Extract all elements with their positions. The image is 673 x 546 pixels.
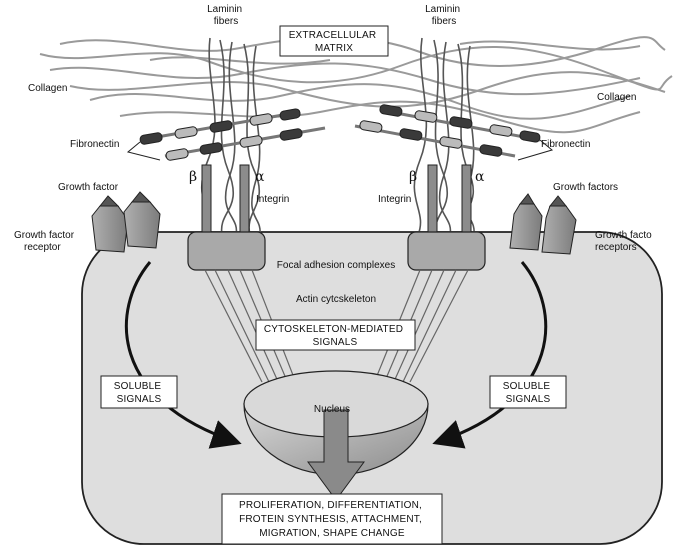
cyto-signals-line2: SIGNALS (313, 337, 358, 348)
fibronectin-right (355, 104, 552, 160)
gf-receptor-left-line2: receptor (24, 242, 61, 253)
integrin-left-label: Integrin (256, 194, 289, 205)
laminin-left-line2: fibers (214, 16, 238, 27)
ecm-line1: EXTRACELLULAR (289, 30, 377, 41)
beta-right-label: β (409, 169, 417, 185)
soluble-left-line1: SOLUBLE (114, 381, 162, 392)
soluble-right-line2: SIGNALS (506, 394, 551, 405)
fibronectin-right-label: Fibronectin (541, 139, 590, 150)
alpha-right-label: α (475, 169, 485, 185)
svg-text:PROLIFERATION, DIFFERENTIATION: PROLIFERATION, DIFFERENTIATION, FROTEIN … (239, 500, 425, 539)
alpha-left-label: α (255, 169, 265, 185)
outcome-line2: FROTEIN SYNTHESIS, ATTACHMENT, (239, 514, 422, 525)
laminin-right-line2: fibers (432, 16, 456, 27)
laminin-left-line1: Laminin (207, 4, 242, 15)
svg-text:Laminin fibers: Laminin fibers (207, 4, 245, 27)
fibronectin-left-label: Fibronectin (70, 139, 119, 150)
growth-factors-right-label: Growth factors (553, 182, 618, 193)
soluble-right-line1: SOLUBLE (503, 381, 551, 392)
integrin-right-label: Integrin (378, 194, 411, 205)
ecm-line2: MATRIX (315, 43, 353, 54)
svg-text:Growth factor receptor: Growth factor receptor (14, 230, 77, 253)
gf-receptor-left-line1: Growth factor (14, 230, 75, 241)
collagen-left-label: Collagen (28, 83, 67, 94)
growth-factor-receptor-right (510, 194, 576, 254)
outcome-line1: PROLIFERATION, DIFFERENTIATION, (239, 500, 422, 511)
focal-adhesion-label: Focal adhesion complexes (277, 260, 395, 271)
gf-receptors-right-line1: Growth facto (595, 230, 652, 241)
focal-adhesion-left (188, 232, 265, 270)
nucleus-label: Nucleus (314, 404, 350, 415)
fibronectin-left (128, 108, 325, 161)
svg-text:Laminin fibers: Laminin fibers (425, 4, 463, 27)
focal-adhesion-right (408, 232, 485, 270)
soluble-left-line2: SIGNALS (117, 394, 162, 405)
beta-left-label: β (189, 169, 197, 185)
actin-label: Actin cytcskeleton (296, 294, 376, 305)
laminin-right-line1: Laminin (425, 4, 460, 15)
gf-receptors-right-line2: receptors (595, 242, 637, 253)
growth-factor-left-label: Growth factor (58, 182, 119, 193)
collagen-right-label: Collagen (597, 92, 636, 103)
cyto-signals-line1: CYTOSKELETON-MEDIATED (264, 324, 403, 335)
outcome-line3: MIGRATION, SHAPE CHANGE (259, 528, 405, 539)
svg-text:Growth facto receptors: Growth facto receptors (595, 230, 654, 253)
